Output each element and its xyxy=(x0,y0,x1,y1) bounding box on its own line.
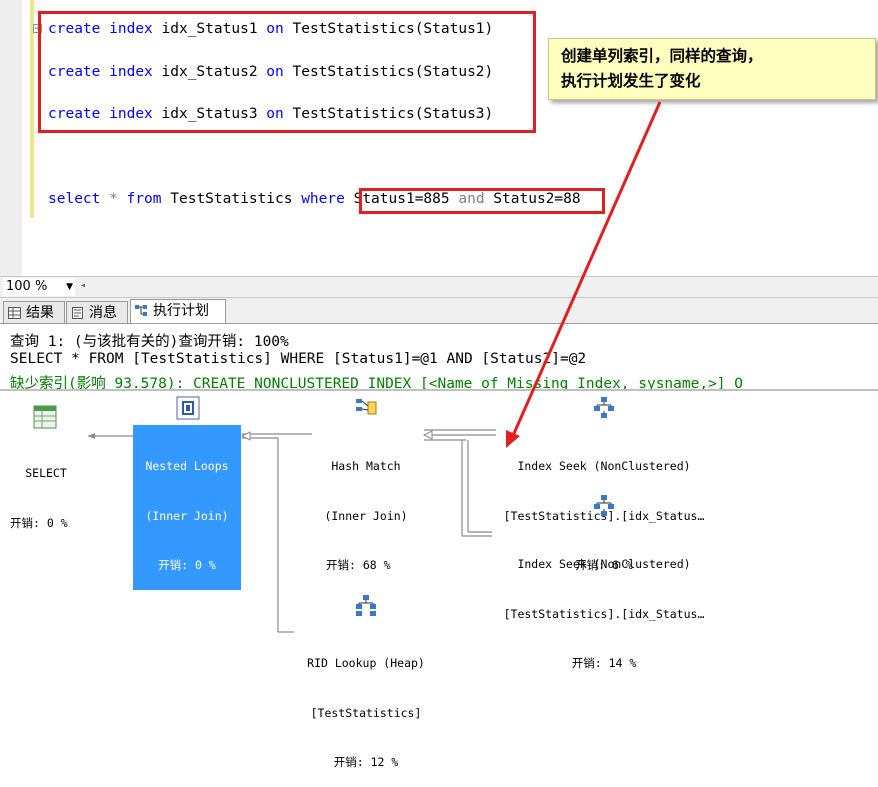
query-sql-line: SELECT * FROM [TestStatistics] WHERE [St… xyxy=(10,351,587,367)
grid-icon xyxy=(8,307,21,319)
zoom-select[interactable]: 100 % ▼ xyxy=(3,278,75,296)
tab-messages-label: 消息 xyxy=(89,305,117,321)
create-index-highlight xyxy=(38,11,536,133)
index-seek-icon[interactable] xyxy=(592,396,616,420)
tab-results[interactable]: 结果 xyxy=(3,301,65,323)
hash-match-icon[interactable] xyxy=(354,396,378,420)
zoom-value: 100 % xyxy=(6,279,48,294)
index-seek-2-name: Index Seek (NonClustered) xyxy=(517,557,691,571)
select-operator-cost: 开销: 0 % xyxy=(10,515,68,530)
hash-match-join-type: (Inner Join) xyxy=(324,508,408,523)
where-clause-highlight xyxy=(359,188,605,214)
index-seek-1-cost: 开销: 6 % xyxy=(575,558,633,572)
rid-lookup-name: RID Lookup (Heap) xyxy=(307,656,425,670)
results-tabs: 结果 消息 执行计划 xyxy=(0,298,878,324)
plan-icon xyxy=(135,305,147,316)
code-line-2: create index idx_Status2 on TestStatisti… xyxy=(48,64,494,80)
rid-lookup-icon[interactable] xyxy=(354,594,378,618)
tab-execution-plan[interactable]: 执行计划 xyxy=(130,299,226,323)
index-seek-2-object: [TestStatistics].[idx_Status… xyxy=(503,606,705,621)
select-operator[interactable]: SELECT 开销: 0 % xyxy=(10,432,82,548)
nested-loops-cost: 开销: 0 % xyxy=(158,558,216,572)
execution-plan-pane[interactable]: 查询 1: (与该批有关的)查询开销: 100% SELECT * FROM [… xyxy=(0,324,878,704)
chevron-down-icon: ▼ xyxy=(66,282,73,292)
hash-match-cost: 开销: 68 % xyxy=(326,558,391,572)
index-seek-1-name: Index Seek (NonClustered) xyxy=(517,459,691,473)
code-line-1: create index idx_Status1 on TestStatisti… xyxy=(48,21,494,37)
hash-match-operator[interactable]: Hash Match (Inner Join) 开销: 68 % xyxy=(312,425,420,590)
nested-loops-name: Nested Loops xyxy=(145,459,229,473)
plan-divider xyxy=(0,389,878,391)
rid-lookup-operator[interactable]: RID Lookup (Heap) [TestStatistics] 开销: 1… xyxy=(290,622,442,787)
index-seek-icon[interactable] xyxy=(592,494,616,518)
annotation-callout: 创建单列索引，同样的查询， 执行计划发生了变化 xyxy=(548,38,876,100)
callout-line-2: 执行计划发生了变化 xyxy=(561,72,701,90)
hash-match-name: Hash Match xyxy=(331,459,401,473)
zoom-bar: 100 % ▼ ◂ xyxy=(0,276,878,298)
message-icon xyxy=(72,307,83,319)
index-seek-2-operator[interactable]: Index Seek (NonClustered) [TestStatistic… xyxy=(484,523,724,688)
tab-messages[interactable]: 消息 xyxy=(66,301,128,323)
index-seek-2-cost: 开销: 14 % xyxy=(571,656,637,670)
tab-execution-plan-label: 执行计划 xyxy=(153,303,209,319)
rid-lookup-object: [TestStatistics] xyxy=(310,705,422,720)
select-operator-icon[interactable] xyxy=(33,405,57,429)
scroll-left-icon[interactable]: ◂ xyxy=(80,280,87,291)
code-line-3: create index idx_Status3 on TestStatisti… xyxy=(48,106,494,122)
editor-gutter xyxy=(0,0,22,276)
collapse-toggle[interactable]: − xyxy=(33,24,42,34)
nested-loops-join-type: (Inner Join) xyxy=(145,508,229,523)
change-margin xyxy=(30,0,34,218)
nested-loops-operator[interactable]: Nested Loops (Inner Join) 开销: 0 % xyxy=(133,425,241,590)
query-cost-line: 查询 1: (与该批有关的)查询开销: 100% xyxy=(10,334,289,350)
select-operator-name: SELECT xyxy=(25,466,67,480)
callout-line-1: 创建单列索引，同样的查询， xyxy=(561,47,763,65)
tab-results-label: 结果 xyxy=(26,305,54,321)
code-line-select: select * from TestStatistics where Statu… xyxy=(48,191,581,207)
rid-lookup-cost: 开销: 12 % xyxy=(333,755,399,769)
nested-loops-icon[interactable] xyxy=(176,396,200,420)
